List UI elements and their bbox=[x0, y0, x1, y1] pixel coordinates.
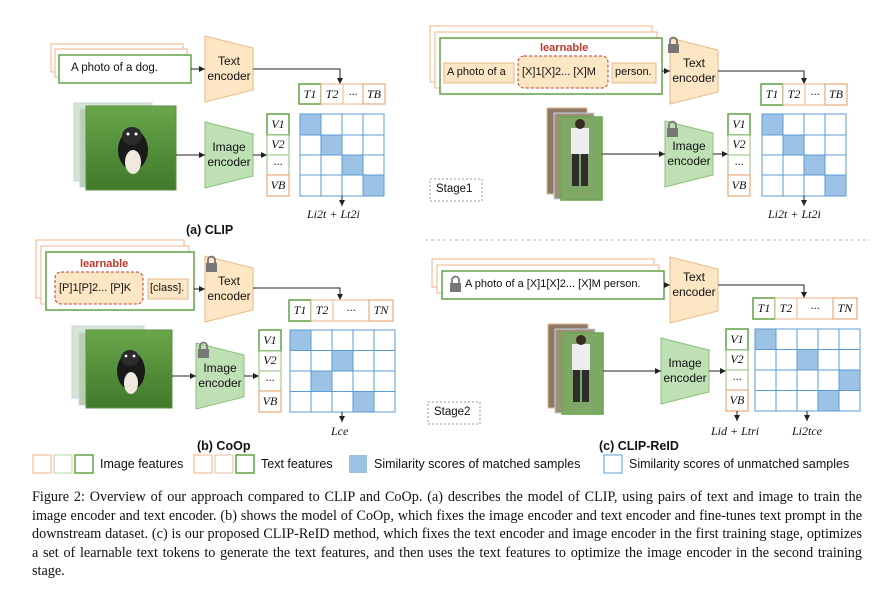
coop-image-token-last: VB bbox=[262, 394, 278, 408]
stage2-text-token-1: T1 bbox=[757, 301, 771, 315]
stage1-learnable-label: learnable bbox=[540, 42, 589, 54]
stage1-text-token-1: T1 bbox=[765, 87, 779, 101]
stage1-image-token-last: VB bbox=[731, 178, 747, 192]
coop-learnable-label: learnable bbox=[80, 258, 129, 270]
clipreid-title: (c) CLIP-ReID bbox=[599, 439, 679, 453]
coop-panel bbox=[35, 239, 396, 422]
stage1-prompt-prefix: A photo of a bbox=[447, 66, 506, 78]
stage2-loss-left: Lid + Ltri bbox=[711, 424, 760, 438]
stage2-image-token-dots: ··· bbox=[732, 372, 742, 386]
legend-text-swatch-1 bbox=[193, 454, 213, 474]
stage1-loss: Li2t + Lt2i bbox=[768, 207, 821, 221]
coop-image-encoder-label: Image encoder bbox=[198, 361, 242, 390]
stage1-prompt-suffix: person. bbox=[615, 66, 652, 78]
stage2-prompt-text: A photo of a [X]1[X]2... [X]M person. bbox=[465, 278, 641, 290]
lock-icon bbox=[668, 36, 679, 53]
stage2-image-token-last: VB bbox=[729, 393, 745, 407]
legend-image-features: Image features bbox=[100, 457, 184, 471]
lock-icon bbox=[450, 275, 461, 292]
stage1-image-token-dots: ··· bbox=[734, 157, 744, 171]
clip-text-token-last: TB bbox=[366, 87, 381, 101]
clip-panel bbox=[50, 35, 386, 206]
coop-title: (b) CoOp bbox=[197, 439, 251, 453]
stage2-loss-right: Li2tce bbox=[792, 424, 822, 438]
coop-similarity-grid bbox=[289, 329, 396, 413]
clip-text-token-2: T2 bbox=[325, 87, 339, 101]
clip-text-encoder bbox=[204, 35, 254, 103]
clip-text-token-1: T1 bbox=[303, 87, 317, 101]
stage2-text-encoder bbox=[669, 256, 719, 324]
stage2-image-token-1: V1 bbox=[730, 332, 744, 346]
coop-text-token-last: TN bbox=[373, 303, 389, 317]
stage2-image-encoder-label: Image encoder bbox=[663, 356, 707, 385]
clip-prompt-text: A photo of a dog. bbox=[71, 62, 158, 74]
stage2-text-token-dots: ··· bbox=[810, 301, 820, 315]
lock-icon bbox=[198, 341, 209, 358]
clip-image-token-last: VB bbox=[270, 178, 286, 192]
stage1-image-encoder bbox=[664, 120, 714, 188]
legend bbox=[32, 454, 623, 474]
coop-class-token: [class]. bbox=[150, 282, 185, 294]
stage1-image-encoder-label: Image encoder bbox=[667, 139, 711, 168]
stage2-image-encoder bbox=[660, 337, 710, 405]
legend-matched-swatch bbox=[349, 455, 367, 473]
figure-caption: Figure 2: Overview of our approach compa… bbox=[32, 489, 862, 579]
legend-matched: Similarity scores of matched samples bbox=[374, 457, 581, 471]
stage1-text-token-dots: ··· bbox=[810, 87, 820, 101]
legend-unmatched: Similarity scores of unmatched samples bbox=[629, 457, 850, 471]
stage1-learnable-box bbox=[517, 55, 609, 89]
coop-text-token-1: T1 bbox=[293, 303, 307, 317]
coop-dog-image bbox=[85, 329, 173, 409]
coop-text-token-dots: ··· bbox=[346, 303, 356, 317]
clip-loss: Li2t + Lt2i bbox=[307, 207, 360, 221]
clip-image-token-dots: ··· bbox=[273, 157, 283, 171]
stage2-box bbox=[427, 401, 481, 425]
clip-text-encoder-label: Text encoder bbox=[207, 54, 251, 83]
coop-text-encoder-label: Text encoder bbox=[207, 274, 251, 303]
stage2-similarity-grid bbox=[754, 328, 861, 412]
stage2-image-token-2: V2 bbox=[730, 352, 744, 366]
stage1-image-token-1: V1 bbox=[732, 117, 746, 131]
stage2-prompt-box bbox=[441, 270, 665, 300]
legend-text-features: Text features bbox=[261, 457, 333, 471]
coop-loss: Lce bbox=[331, 424, 349, 438]
stage2-text-encoder-label: Text encoder bbox=[672, 270, 716, 299]
clip-text-token-dots: ··· bbox=[348, 87, 358, 101]
clip-image-token-1: V1 bbox=[271, 117, 285, 131]
clip-image-encoder-label: Image encoder bbox=[207, 140, 251, 169]
stage2-label: Stage2 bbox=[434, 406, 471, 418]
clip-similarity-grid bbox=[299, 113, 385, 197]
stage1-box bbox=[429, 178, 483, 202]
clip-title: (a) CLIP bbox=[186, 223, 234, 237]
legend-unmatched-swatch bbox=[603, 454, 623, 474]
legend-image-swatch-1 bbox=[32, 454, 52, 474]
coop-image-token-1: V1 bbox=[263, 333, 277, 347]
clip-image-encoder bbox=[204, 121, 254, 189]
coop-learnable-tokens: [P]1[P]2... [P]K bbox=[59, 282, 132, 294]
stage1-label: Stage1 bbox=[436, 183, 473, 195]
coop-image-token-2: V2 bbox=[263, 353, 277, 367]
stage1-text-encoder-label: Text encoder bbox=[672, 56, 716, 85]
clip-image-token-2: V2 bbox=[271, 137, 285, 151]
stage1-text-encoder bbox=[669, 37, 719, 105]
coop-image-token-dots: ··· bbox=[265, 373, 275, 387]
stage1-learnable-tokens: [X]1[X]2... [X]M bbox=[522, 66, 596, 78]
coop-text-token-2: T2 bbox=[315, 303, 329, 317]
stage2-text-token-2: T2 bbox=[779, 301, 793, 315]
stage1-text-token-2: T2 bbox=[787, 87, 801, 101]
lock-icon bbox=[667, 120, 678, 137]
stage1-text-token-last: TB bbox=[828, 87, 843, 101]
coop-learnable-box bbox=[54, 271, 144, 305]
stage2-text-token-last: TN bbox=[837, 301, 853, 315]
stage1-image-token-2: V2 bbox=[732, 137, 746, 151]
coop-image-encoder bbox=[195, 342, 245, 410]
lock-icon bbox=[206, 255, 217, 272]
stage1-similarity-grid bbox=[761, 113, 847, 197]
clipreid-stage1-panel bbox=[429, 25, 848, 206]
coop-text-encoder bbox=[204, 255, 254, 323]
clipreid-stage2-panel bbox=[427, 256, 861, 425]
